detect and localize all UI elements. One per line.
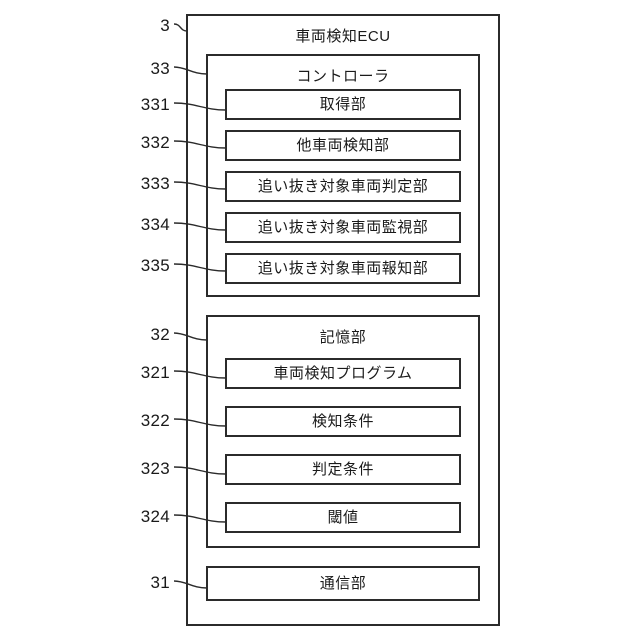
- vehicle-detection-program-label: 車両検知プログラム: [273, 365, 413, 382]
- communication-unit-label: 通信部: [319, 575, 367, 592]
- threshold-label: 閾値: [327, 509, 359, 526]
- overtaking-target-vehicle-determination-unit-box: 追い抜き対象車両判定部: [225, 171, 461, 202]
- callout-333: 333: [140, 174, 170, 193]
- callout-322: 322: [140, 411, 170, 430]
- overtaking-target-vehicle-determination-unit-label: 追い抜き対象車両判定部: [257, 178, 429, 195]
- detection-condition-box: 検知条件: [225, 406, 461, 437]
- callout-332: 332: [140, 133, 170, 152]
- other-vehicle-detection-unit-label: 他車両検知部: [296, 137, 390, 154]
- callout-33: 33: [150, 59, 170, 78]
- acquisition-unit-box: 取得部: [225, 89, 461, 120]
- threshold-box: 閾値: [225, 502, 461, 533]
- callout-321: 321: [140, 363, 170, 382]
- overtaking-target-vehicle-monitoring-unit-box: 追い抜き対象車両監視部: [225, 212, 461, 243]
- callout-331: 331: [140, 95, 170, 114]
- vehicle-detection-ecu-title: 車両検知ECU: [295, 28, 391, 45]
- determination-condition-box: 判定条件: [225, 454, 461, 485]
- callout-335: 335: [140, 256, 170, 275]
- acquisition-unit-label: 取得部: [319, 96, 367, 113]
- storage-unit-title: 記憶部: [319, 329, 367, 346]
- vehicle-detection-program-box: 車両検知プログラム: [225, 358, 461, 389]
- callout-32: 32: [150, 325, 170, 344]
- overtaking-target-vehicle-notification-unit-box: 追い抜き対象車両報知部: [225, 253, 461, 284]
- overtaking-target-vehicle-notification-unit-label: 追い抜き対象車両報知部: [257, 260, 429, 277]
- callout-31: 31: [150, 573, 170, 592]
- controller-title: コントローラ: [296, 68, 390, 85]
- callout-334: 334: [140, 215, 170, 234]
- callout-324: 324: [140, 507, 170, 526]
- detection-condition-label: 検知条件: [311, 413, 374, 430]
- other-vehicle-detection-unit-box: 他車両検知部: [225, 130, 461, 161]
- callout-3: 3: [160, 16, 170, 35]
- communication-unit-box: 通信部: [206, 566, 480, 601]
- callout-323: 323: [140, 459, 170, 478]
- determination-condition-label: 判定条件: [311, 461, 374, 478]
- overtaking-target-vehicle-monitoring-unit-label: 追い抜き対象車両監視部: [257, 219, 429, 236]
